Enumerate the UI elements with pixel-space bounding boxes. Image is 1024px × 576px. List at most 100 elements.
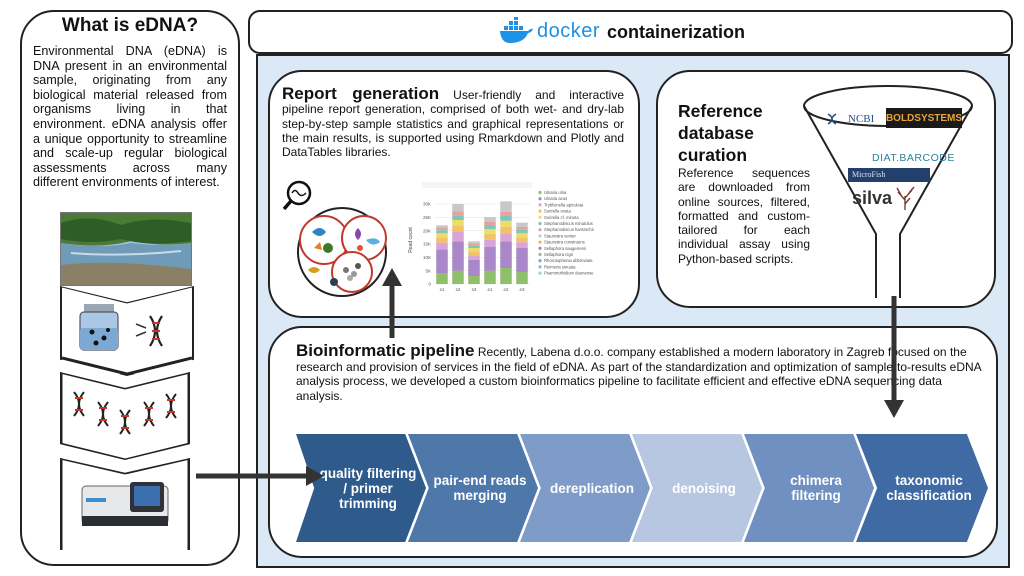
river-photo bbox=[60, 212, 192, 286]
legend-marker bbox=[538, 259, 542, 263]
report-text-block: Report generation User-friendly and inte… bbox=[282, 85, 624, 160]
x-tick-label: s3 bbox=[472, 287, 477, 292]
bold-logo: BOLDSYSTEMS bbox=[886, 108, 962, 128]
bar-segment bbox=[436, 237, 448, 243]
y-tick-label: 10K bbox=[423, 255, 431, 260]
bar-segment bbox=[468, 248, 480, 252]
bar-segment bbox=[468, 245, 480, 248]
bar-segment bbox=[468, 243, 480, 246]
bar-segment bbox=[500, 241, 512, 268]
bar-segment bbox=[436, 242, 448, 250]
report-illustration bbox=[282, 178, 394, 300]
legend-label: Surirella cf. minuta bbox=[544, 215, 579, 220]
bar-segment bbox=[468, 276, 480, 284]
docker-logo-text: docker bbox=[537, 19, 601, 42]
y-tick-label: 5K bbox=[425, 268, 431, 273]
silva-logo-text: silva bbox=[852, 187, 893, 208]
chart-toolbar bbox=[422, 182, 532, 188]
legend-label: Tryblionella apiculata bbox=[544, 202, 584, 207]
legend-marker bbox=[538, 190, 542, 195]
bar-segment bbox=[484, 217, 496, 222]
step-denoising: denoising bbox=[632, 434, 762, 542]
step-label: chimera filtering bbox=[790, 473, 842, 503]
bar-segment bbox=[500, 201, 512, 212]
docker-header bbox=[248, 10, 1013, 54]
legend-label: Sellaphora saugerresii bbox=[544, 246, 586, 251]
bar-segment bbox=[500, 216, 512, 221]
arrow-pipeline-to-report bbox=[382, 268, 402, 338]
step-label: pair-end reads merging bbox=[433, 473, 527, 503]
legend-marker bbox=[538, 265, 542, 269]
legend-marker bbox=[538, 221, 542, 226]
arrow-sequencer-to-pipeline bbox=[196, 466, 324, 486]
arrow-reference-to-pipeline bbox=[884, 296, 904, 418]
legend-marker bbox=[538, 197, 542, 201]
legend-label: Stephanodiscus hantzschii bbox=[544, 227, 594, 232]
bar-segment bbox=[468, 241, 480, 244]
bar-segment bbox=[484, 225, 496, 230]
step-label: taxonomic classification bbox=[886, 473, 972, 503]
sequencer-step bbox=[60, 458, 190, 550]
docker-label: containerization bbox=[607, 22, 746, 42]
bar-segment bbox=[468, 260, 480, 276]
reference-title-line-3: curation bbox=[678, 145, 748, 165]
y-tick-label: 25K bbox=[423, 215, 431, 220]
bar-segment bbox=[516, 272, 528, 284]
x-tick-label: s1 bbox=[440, 287, 445, 292]
legend-marker bbox=[538, 240, 542, 244]
bar-segment bbox=[484, 246, 496, 271]
pipeline-description: Recently, Labena d.o.o. company establis… bbox=[296, 345, 982, 403]
legend-marker bbox=[538, 215, 542, 219]
diat-barcode-logo: DIAT.BARCODE bbox=[872, 152, 955, 164]
legend-label: Staurosira venter bbox=[544, 233, 576, 238]
y-tick-label: 30K bbox=[423, 202, 431, 207]
bar-segment bbox=[516, 242, 528, 248]
x-tick-label: e3 bbox=[519, 287, 525, 292]
x-tick-label: e1 bbox=[487, 287, 493, 292]
step-dereplication: dereplication bbox=[520, 434, 650, 542]
legend-label: Rhoicosphenia abbreviata bbox=[544, 258, 593, 263]
docker-logo: docker bbox=[498, 17, 600, 45]
legend-label: Psammothidium daonense bbox=[544, 271, 594, 276]
docker-whale-icon bbox=[500, 17, 533, 43]
report-description: User-friendly and interactive pipeline r… bbox=[282, 88, 624, 160]
bar-segment bbox=[436, 225, 448, 228]
y-tick-label: 15K bbox=[423, 242, 431, 247]
bar-segment bbox=[516, 248, 528, 272]
bar-segment bbox=[484, 239, 496, 247]
bar-segment bbox=[484, 270, 496, 284]
bar-segment bbox=[484, 229, 496, 234]
bar-segment bbox=[484, 221, 496, 226]
y-axis-label: Read count bbox=[408, 227, 414, 253]
step-taxonomic-classification: taxonomic classification bbox=[856, 434, 988, 542]
legend-marker bbox=[538, 252, 542, 257]
legend-label: Ulnaria acus bbox=[544, 196, 567, 201]
reference-title: Reference database curation bbox=[678, 100, 763, 166]
edna-title: What is eDNA? bbox=[61, 15, 199, 36]
bar-segment bbox=[468, 251, 480, 256]
microfish-logo: MicroFish bbox=[848, 168, 930, 182]
bar-segment bbox=[500, 233, 512, 242]
x-tick-label: s2 bbox=[456, 287, 461, 292]
step-label: dereplication bbox=[549, 480, 635, 496]
reference-title-line-2: database bbox=[678, 123, 754, 143]
bar-segment bbox=[500, 211, 512, 216]
bar-segment bbox=[452, 215, 464, 220]
step-chimera-filtering: chimera filtering bbox=[744, 434, 874, 542]
step-label: denoising bbox=[672, 480, 736, 496]
pipeline-text-block: Bioinformatic pipeline Recently, Labena … bbox=[296, 342, 982, 403]
legend-marker bbox=[538, 203, 542, 207]
bar-segment bbox=[452, 270, 464, 284]
legend-label: Staurosira construens bbox=[544, 240, 585, 245]
bar-segment bbox=[436, 230, 448, 234]
bar-segment bbox=[436, 273, 448, 284]
legend-marker bbox=[538, 209, 542, 213]
bar-segment bbox=[452, 211, 464, 216]
legend-marker bbox=[538, 246, 542, 250]
bar-segment bbox=[516, 226, 528, 230]
magnifier-icon bbox=[282, 180, 312, 211]
bar-segment bbox=[452, 204, 464, 212]
reference-description: Reference sequences are downloaded from … bbox=[678, 166, 810, 266]
